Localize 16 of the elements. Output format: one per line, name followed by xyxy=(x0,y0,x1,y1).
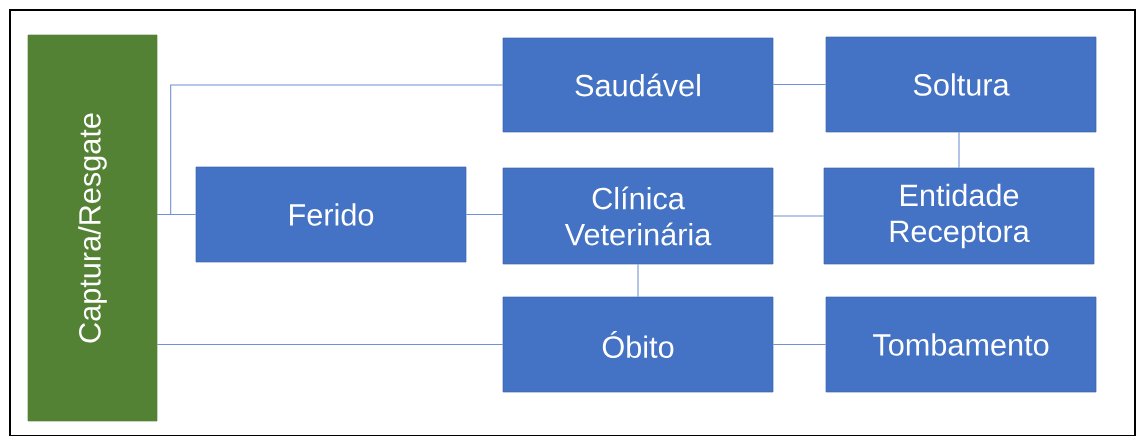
process-box: Entidade Receptora xyxy=(823,167,1095,265)
connector-line xyxy=(772,343,827,346)
process-box: Clínica Veterinária xyxy=(502,167,774,265)
process-box: Óbito xyxy=(502,296,774,393)
connector-line xyxy=(637,263,639,298)
process-box: Ferido xyxy=(195,166,467,263)
process-bar: Captura/Resgate xyxy=(27,34,158,422)
connector-line xyxy=(156,213,197,216)
process-box: Soltura xyxy=(825,36,1097,133)
connector-line xyxy=(958,131,960,169)
process-box: Saudável xyxy=(502,37,774,133)
process-box: Tombamento xyxy=(825,296,1097,393)
connector-line xyxy=(156,343,504,346)
connector-line xyxy=(465,213,504,216)
connector-line xyxy=(772,215,825,217)
connector-line xyxy=(772,83,827,86)
